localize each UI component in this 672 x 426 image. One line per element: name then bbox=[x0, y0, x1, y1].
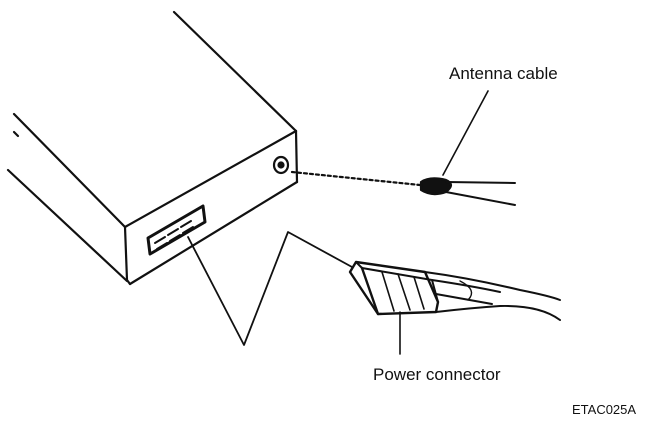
antenna-cable-label: Antenna cable bbox=[449, 64, 558, 83]
power-connector-plug bbox=[348, 260, 561, 321]
power-socket bbox=[146, 204, 207, 256]
receiver-unit bbox=[6, 10, 299, 286]
antenna-jack bbox=[272, 155, 290, 175]
connection-zigzag-line bbox=[187, 231, 353, 346]
power-connector-label: Power connector bbox=[373, 365, 501, 384]
figure-id-label: ETAC025A bbox=[572, 402, 637, 417]
antenna-cable bbox=[290, 170, 516, 206]
antenna-leader-line bbox=[442, 90, 489, 176]
